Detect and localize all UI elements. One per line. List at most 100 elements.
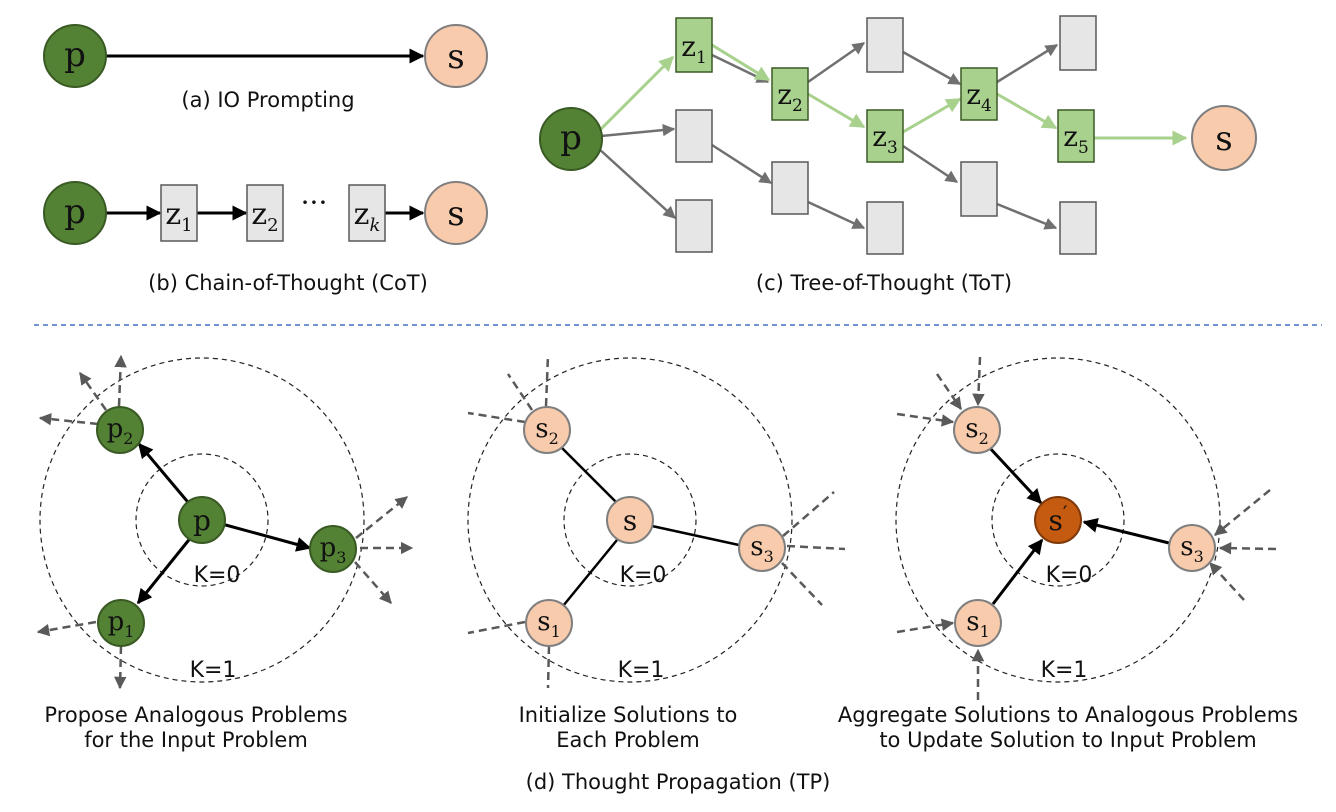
- updated-solution-node: [1034, 496, 1082, 544]
- dashed-arrow: [354, 561, 392, 604]
- problem-node-label: p: [64, 192, 86, 232]
- caption-c: (c) Tree-of-Thought (ToT): [756, 271, 1012, 295]
- incoming-dashed-arrow: [1218, 541, 1277, 555]
- ring-label-k1: K=1: [1041, 658, 1088, 683]
- panel-b-chain-of-thought: p z1 z2 ··· zk s (b) Chain-of-Thought (C…: [43, 181, 488, 295]
- dashed-line: [782, 491, 835, 537]
- selected-path-edge: [711, 43, 771, 82]
- incoming-dashed-arrow: [896, 412, 955, 427]
- solution-node-label: s: [447, 194, 464, 234]
- ring-label-k0: K=0: [194, 563, 241, 588]
- ring-k1: [895, 357, 1221, 683]
- problem-node-p: [539, 107, 603, 171]
- solution-label-s2: s2: [965, 414, 989, 448]
- aggregate-arrow-s1: [991, 538, 1044, 605]
- tree-edge: [807, 41, 866, 84]
- link-s-s1: [562, 539, 618, 607]
- propose-arrow-p1: [136, 535, 194, 605]
- caption-d2-line2: Each Problem: [556, 728, 700, 752]
- caption-d: (d) Thought Propagation (TP): [526, 770, 831, 794]
- incoming-dashed-arrow: [1214, 489, 1271, 536]
- incoming-dashed-arrow: [935, 373, 963, 411]
- selected-thought-box-z2: [771, 67, 809, 121]
- solution-node-label: s: [1215, 119, 1232, 159]
- selected-thought-box-z1: [675, 17, 713, 73]
- thought-box: [675, 199, 713, 253]
- ring-label-k0: K=0: [620, 563, 667, 588]
- solution-node-s1: [954, 599, 1002, 647]
- ring-label-k0: K=0: [1046, 563, 1093, 588]
- dashed-line: [467, 620, 526, 635]
- solution-node-label: s: [447, 37, 464, 77]
- tree-edge: [600, 123, 676, 138]
- thought-box: [771, 161, 809, 215]
- thought-box-z1: [160, 184, 198, 242]
- tree-edge: [996, 43, 1059, 84]
- solution-node-label: s: [623, 504, 637, 537]
- dashed-arrow: [36, 620, 97, 637]
- caption-d2-line1: Initialize Solutions to: [519, 703, 738, 727]
- link-s-s2: [559, 445, 617, 503]
- solution-label-s3: s3: [750, 532, 774, 566]
- analogous-problem-p3: [309, 525, 357, 573]
- incoming-dashed-arrow: [1209, 562, 1245, 601]
- tree-edge: [711, 53, 770, 84]
- thought-box-z2: [246, 184, 284, 242]
- ring-k1: [39, 357, 365, 683]
- incoming-dashed-arrow: [972, 356, 985, 407]
- ring-label-k1: K=1: [618, 658, 665, 683]
- solution-node-s: [424, 181, 488, 245]
- caption-d3-line2: to Update Solution to Input Problem: [879, 728, 1256, 752]
- caption-a: (a) IO Prompting: [181, 88, 354, 112]
- selected-path-edge: [598, 55, 675, 132]
- tree-edge: [711, 143, 773, 185]
- ring-k0: [563, 453, 697, 587]
- tree-edge: [996, 202, 1058, 230]
- dashed-line: [546, 645, 551, 689]
- thought-box-zk: [348, 184, 386, 242]
- selected-thought-label-z2: z2: [777, 78, 803, 116]
- selected-thought-box-z4: [960, 67, 998, 121]
- ring-k1: [467, 357, 793, 683]
- solution-node-s: [1191, 105, 1257, 171]
- caption-b: (b) Chain-of-Thought (CoT): [148, 271, 428, 295]
- analogous-problem-label-p1: p1: [108, 607, 135, 641]
- dashed-line: [506, 373, 534, 411]
- thought-box: [1059, 201, 1097, 255]
- dashed-arrow: [355, 496, 408, 539]
- problem-node-p: [178, 496, 226, 544]
- solution-label-s2: s2: [535, 414, 559, 448]
- panel-d1-propose: p p2 p3 p1 K=0 K=1 Propose Analogous Pro…: [36, 354, 414, 752]
- solution-node-s3: [738, 524, 786, 572]
- selected-thought-label-z3: z3: [872, 120, 898, 158]
- propose-arrow-p3: [221, 522, 312, 552]
- selected-path-edge: [902, 97, 962, 134]
- thought-label-z1: z1: [165, 197, 192, 236]
- solution-label-s3: s3: [1180, 532, 1204, 566]
- solution-node-s2: [953, 406, 1001, 454]
- selected-thought-box-z5: [1057, 109, 1095, 163]
- dashed-line: [467, 411, 526, 424]
- analogous-problem-label-p2: p2: [107, 414, 134, 448]
- problem-node-label: p: [193, 504, 211, 537]
- solution-node-s1: [525, 599, 573, 647]
- cot-ellipsis: ···: [301, 186, 328, 219]
- ring-k0: [991, 453, 1125, 587]
- tree-edge: [597, 147, 676, 219]
- dashed-arrow: [114, 354, 127, 407]
- solution-label-s1: s1: [537, 607, 561, 641]
- selected-thought-label-z5: z5: [1063, 120, 1089, 158]
- ring-k0: [135, 453, 269, 587]
- solution-node-s: [606, 496, 654, 544]
- link-s-s3: [651, 524, 740, 547]
- analogous-problem-label-p3: p3: [320, 533, 347, 567]
- panel-d2-initialize: s s2 s3 s1 K=0 K=1 Initialize Solutions …: [467, 354, 846, 752]
- analogous-problem-p1: [97, 599, 145, 647]
- solution-node-s: [424, 24, 488, 88]
- dashed-arrow: [114, 645, 127, 690]
- panel-a-io-prompting: p s (a) IO Prompting: [43, 24, 488, 112]
- problem-node-p: [43, 181, 107, 245]
- selected-path-edge: [996, 92, 1058, 130]
- selected-thought-box-z3: [866, 109, 904, 163]
